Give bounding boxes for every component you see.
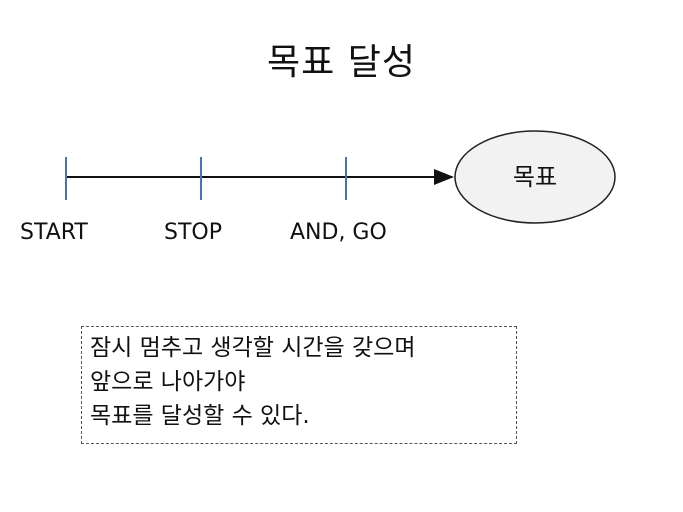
slide-title: 목표 달성	[267, 42, 416, 83]
goal-label: 목표	[512, 163, 558, 191]
stage-label-stop: STOP	[164, 220, 222, 245]
goal-ellipse	[454, 130, 616, 224]
note-box: 잠시 멈추고 생각할 시간을 갖으며 앞으로 나아가야 목표를 달성할 수 있다…	[81, 326, 517, 444]
note-line-2: 앞으로 나아가야	[90, 369, 246, 395]
stage-label-start: START	[20, 220, 88, 245]
note-line-1: 잠시 멈추고 생각할 시간을 갖으며	[90, 335, 416, 361]
note-line-3: 목표를 달성할 수 있다.	[90, 403, 310, 429]
stage-label-and-go: AND, GO	[290, 220, 387, 245]
